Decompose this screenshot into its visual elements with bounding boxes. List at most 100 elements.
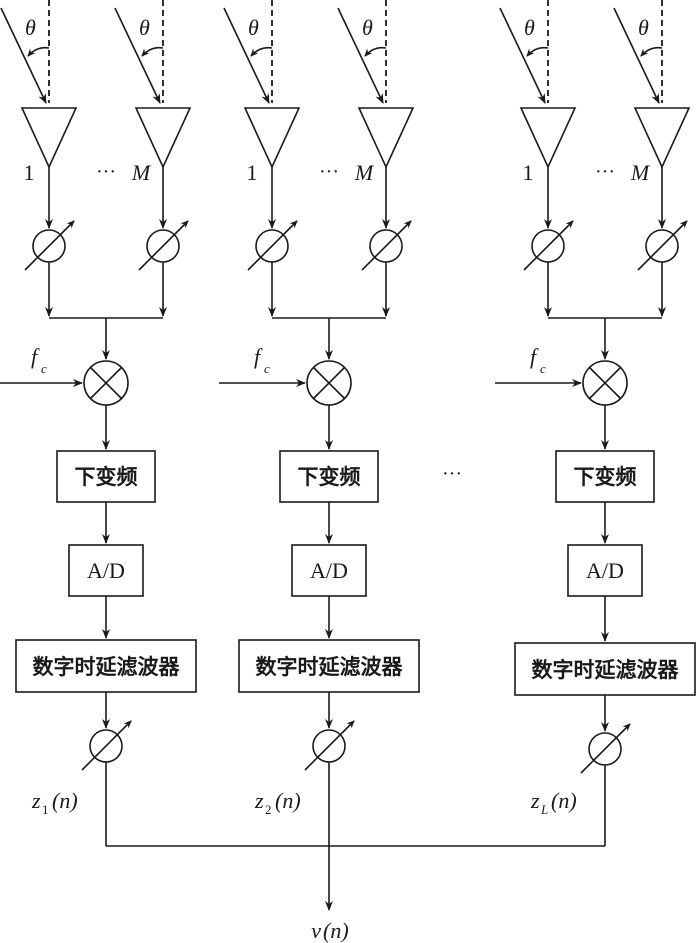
antenna-index-label: 1 xyxy=(523,160,534,185)
output-label-argument: (n) xyxy=(52,788,78,813)
output-label-main: z xyxy=(31,788,41,813)
adc-label: A/D xyxy=(586,558,624,583)
delay-filter-label: 数字时延滤波器 xyxy=(33,654,181,679)
output-label-subscript: 2 xyxy=(265,802,272,817)
antenna-ellipsis: ··· xyxy=(319,161,339,183)
adc-label: A/D xyxy=(310,558,348,583)
incident-wave-arrow xyxy=(337,7,384,104)
output-label-main: z xyxy=(254,788,264,813)
output-label-argument: (n) xyxy=(275,788,301,813)
antenna-element-M: θM xyxy=(114,0,192,317)
phase-shifter-adjust-arrow xyxy=(24,220,75,271)
antenna-ellipsis: ··· xyxy=(96,161,116,183)
mixer-cross-icon xyxy=(312,366,346,400)
phase-shifter-adjust-arrow xyxy=(247,220,298,271)
phase-shifter-adjust-arrow xyxy=(637,220,688,271)
angle-arc-arrow xyxy=(27,46,50,57)
output-phase-shifter xyxy=(304,720,355,771)
channel-ellipsis: ··· xyxy=(442,463,462,485)
final-output-argument: (n) xyxy=(323,918,349,943)
phase-shifter-adjust-arrow xyxy=(580,723,631,774)
delay-filter-block xyxy=(514,642,696,696)
antenna-index-label: 1 xyxy=(247,160,258,185)
incident-wave-arrow xyxy=(0,7,47,104)
delay-filter-block xyxy=(238,639,420,693)
antenna-triangle-icon xyxy=(633,107,691,169)
lo-label-subscript: c xyxy=(41,361,47,376)
mixer xyxy=(306,360,352,406)
incident-wave-arrow xyxy=(613,7,660,104)
phase-shifter-adjust-arrow xyxy=(304,720,355,771)
phase-shifter-adjust-arrow xyxy=(361,220,412,271)
mixer xyxy=(83,360,129,406)
lo-label-subscript: c xyxy=(264,361,270,376)
theta-label: θ xyxy=(25,15,36,40)
mixer-cross-icon xyxy=(89,366,123,400)
output-label-subscript: L xyxy=(540,802,548,817)
output-label-main: z xyxy=(530,788,540,813)
phase-shifter xyxy=(523,220,574,271)
delay-filter-label: 数字时延滤波器 xyxy=(256,654,404,679)
adc-block xyxy=(567,544,643,597)
antenna-index-label: M xyxy=(354,160,375,185)
theta-label: θ xyxy=(248,15,259,40)
antenna-triangle-icon xyxy=(357,107,415,169)
output-label-subscript: 1 xyxy=(42,802,49,817)
downconverter-label: 下变频 xyxy=(574,464,637,489)
summation-bus: v(n) xyxy=(106,845,605,943)
adc-block xyxy=(68,544,144,597)
angle-arc-arrow xyxy=(640,46,663,57)
theta-label: θ xyxy=(638,15,649,40)
angle-arc-arrow xyxy=(364,46,387,57)
antenna-index-label: 1 xyxy=(24,160,35,185)
antenna-ellipsis: ··· xyxy=(595,161,615,183)
angle-arc-arrow xyxy=(141,46,164,57)
antenna-element-1: θ1 xyxy=(499,0,577,317)
angle-arc-arrow xyxy=(526,46,549,57)
downconverter-label: 下变频 xyxy=(298,464,361,489)
phase-shifter xyxy=(361,220,412,271)
incident-wave-arrow xyxy=(499,7,546,104)
output-phase-shifter xyxy=(580,723,631,774)
antenna-element-1: θ1 xyxy=(0,0,78,317)
antenna-element-1: θ1 xyxy=(223,0,301,317)
antenna-element-M: θM xyxy=(337,0,415,317)
mixer xyxy=(582,360,628,406)
antenna-index-label: M xyxy=(630,160,651,185)
incident-wave-arrow xyxy=(223,7,270,104)
antenna-index-label: M xyxy=(131,160,152,185)
theta-label: θ xyxy=(524,15,535,40)
angle-arc-arrow xyxy=(250,46,273,57)
antenna-triangle-icon xyxy=(243,107,301,169)
mixer-cross-icon xyxy=(588,366,622,400)
antenna-triangle-icon xyxy=(134,107,192,169)
incident-wave-arrow xyxy=(114,7,161,104)
delay-filter-block xyxy=(15,639,197,693)
phase-shifter-adjust-arrow xyxy=(523,220,574,271)
downconverter-label: 下变频 xyxy=(75,464,138,489)
downconverter-block xyxy=(555,450,655,503)
adc-label: A/D xyxy=(87,558,125,583)
antenna-element-M: θM xyxy=(613,0,691,317)
antenna-triangle-icon xyxy=(20,107,78,169)
theta-label: θ xyxy=(139,15,150,40)
lo-label: f xyxy=(530,344,539,369)
final-output-label: v(n) xyxy=(311,918,348,943)
downconverter-block xyxy=(56,450,156,503)
output-label-argument: (n) xyxy=(551,788,577,813)
theta-label: θ xyxy=(362,15,373,40)
final-output-main: v xyxy=(311,918,321,943)
lo-label: f xyxy=(254,344,263,369)
lo-label: f xyxy=(31,344,40,369)
delay-filter-label: 数字时延滤波器 xyxy=(532,657,680,682)
downconverter-block xyxy=(279,450,379,503)
antenna-triangle-icon xyxy=(519,107,577,169)
phase-shifter-adjust-arrow xyxy=(81,720,132,771)
